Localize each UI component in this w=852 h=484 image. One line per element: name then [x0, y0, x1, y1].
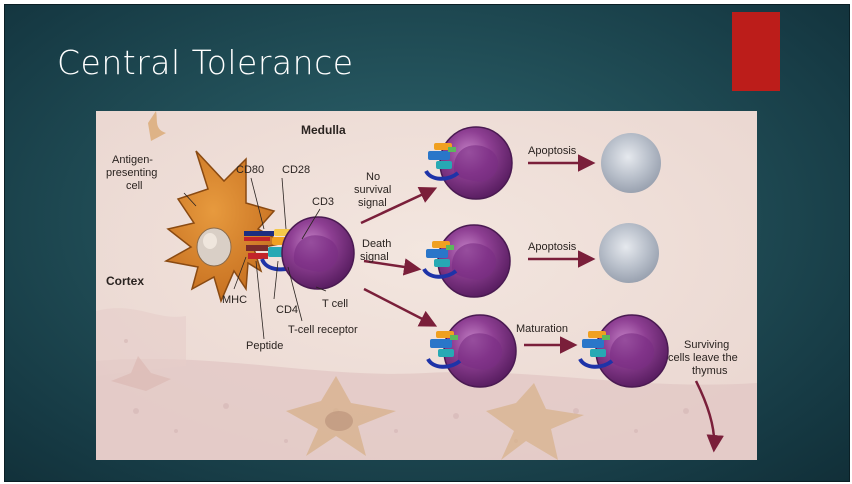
- label-apc-line-3: cell: [126, 180, 143, 192]
- label-apc-line-1: Antigen-: [112, 154, 153, 166]
- arrow-to-maturation: [363, 287, 438, 327]
- label-surviving-1: Surviving: [684, 339, 729, 351]
- slide-title: Central Tolerance: [57, 43, 354, 82]
- label-death-signal-2: signal: [360, 251, 389, 263]
- antigen-presenting-cell: [163, 150, 287, 304]
- accent-bar: [732, 12, 780, 91]
- arrow-death-signal: [363, 258, 422, 276]
- label-apoptosis-2: Apoptosis: [528, 241, 577, 253]
- t-cell-maturing: [426, 314, 517, 388]
- arrow-no-survival: [360, 186, 438, 225]
- cortex-region: [96, 358, 757, 460]
- apoptotic-cell-1: [601, 133, 661, 193]
- label-maturation: Maturation: [516, 323, 568, 335]
- label-cd28: CD28: [282, 164, 310, 176]
- label-peptide: Peptide: [246, 340, 283, 352]
- label-cd3: CD3: [312, 196, 334, 208]
- central-tolerance-diagram: Medulla Cortex Antigen- presenting cell …: [96, 111, 757, 460]
- t-cell-death-signal: [422, 224, 511, 298]
- slide: Central Tolerance: [4, 4, 850, 482]
- label-apoptosis-1: Apoptosis: [528, 145, 577, 157]
- apoptotic-cell-2: [599, 223, 659, 283]
- label-cd4: CD4: [276, 304, 298, 316]
- t-cell-mature: [578, 314, 669, 388]
- label-apc-line-2: presenting: [106, 167, 157, 179]
- t-cell-no-survival: [424, 126, 513, 200]
- label-surviving-2: cells leave the: [668, 352, 738, 364]
- label-no-survival-3: signal: [358, 197, 387, 209]
- label-no-survival-2: survival: [354, 184, 391, 196]
- label-cortex: Cortex: [106, 274, 144, 288]
- arrow-leave-thymus: [694, 380, 724, 453]
- label-death-signal-1: Death: [362, 238, 391, 250]
- label-surviving-3: thymus: [692, 365, 728, 377]
- label-cd80: CD80: [236, 164, 264, 176]
- label-tcr: T-cell receptor: [288, 324, 358, 336]
- label-mhc: MHC: [222, 294, 247, 306]
- label-t-cell: T cell: [322, 298, 348, 310]
- label-medulla: Medulla: [301, 123, 346, 137]
- label-no-survival-1: No: [366, 171, 380, 183]
- background-apc-2: [486, 383, 584, 460]
